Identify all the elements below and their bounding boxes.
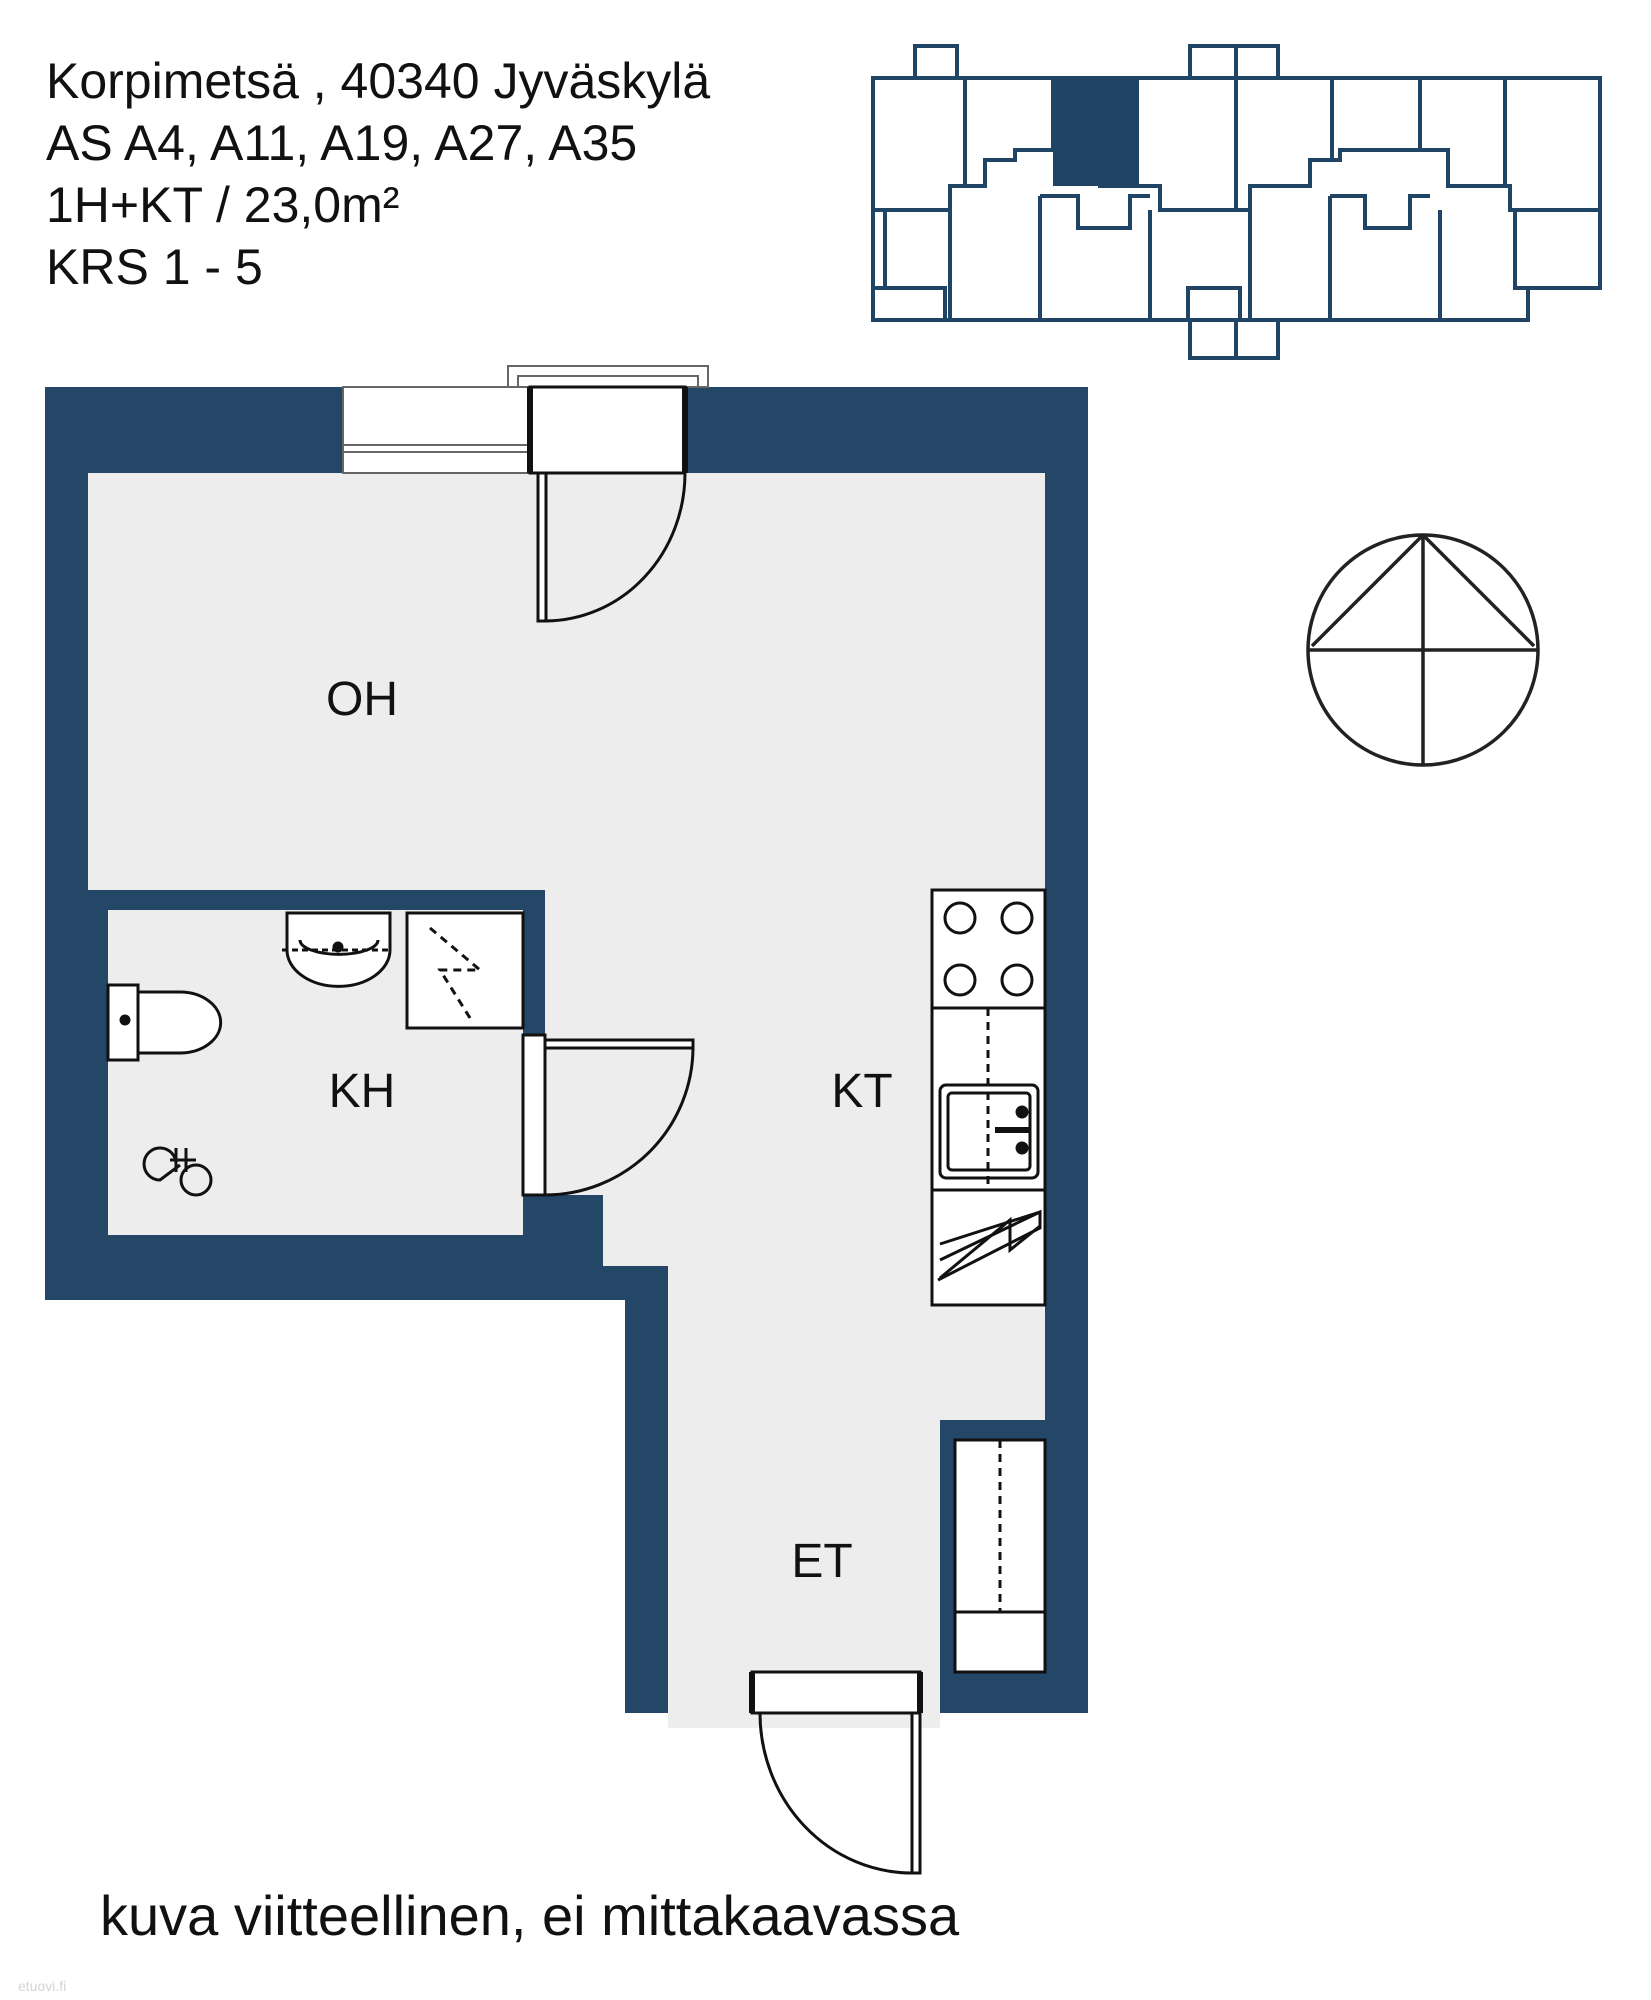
compass-icon: [1306, 533, 1540, 767]
watermark: etuovi.fi: [18, 1978, 67, 1994]
layout-area: 1H+KT / 23,0m²: [46, 177, 400, 233]
key-plan-corridor: [873, 148, 1600, 212]
key-plan-bump: [913, 44, 959, 80]
address: Korpimetsä , 40340 Jyväskylä: [46, 53, 711, 109]
shower-icon: [405, 911, 525, 1030]
door-icon: [749, 1670, 923, 1875]
room-label-kitchen: KT: [831, 1065, 893, 1118]
header: Korpimetsä , 40340 Jyväskylä AS A4, A11,…: [46, 50, 710, 298]
room-label-living: OH: [326, 673, 398, 726]
door-icon: [521, 1033, 695, 1197]
stove-icon: [943, 901, 1034, 997]
key-plan: [871, 44, 1602, 360]
partition-wall: [88, 890, 545, 910]
door-icon: [527, 385, 688, 623]
shower-head-icon: [142, 1146, 213, 1197]
fridge-icon: [937, 1209, 1042, 1282]
disclaimer: kuva viitteellinen, ei mittakaavassa: [100, 1884, 960, 1947]
key-plan-highlight: [1053, 78, 1137, 186]
partition-wall: [603, 1258, 668, 1266]
apartment-list: AS A4, A11, A19, A27, A35: [46, 115, 638, 171]
partition-wall: [523, 890, 545, 1035]
room-label-entry: ET: [791, 1535, 853, 1588]
partition-wall: [523, 1203, 603, 1263]
walls: [45, 387, 1088, 1728]
floor-range: KRS 1 - 5: [46, 239, 263, 295]
wardrobe: [953, 1438, 1047, 1674]
toilet-icon: [106, 983, 223, 1062]
floor-area: [88, 473, 1045, 1728]
room-label-bathroom: KH: [328, 1065, 396, 1118]
sink-icon: [282, 911, 392, 988]
kitchen-sink-icon: [938, 1083, 1040, 1180]
